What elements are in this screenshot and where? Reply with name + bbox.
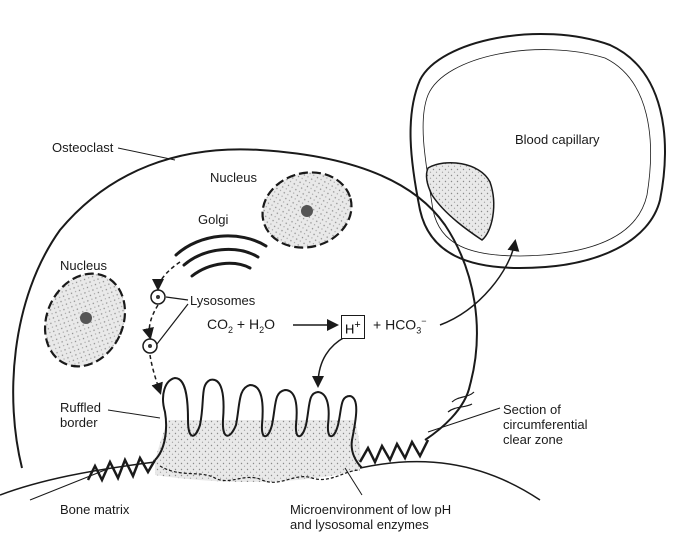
osteoclast-label: Osteoclast [52,140,113,155]
nucleus-top-label: Nucleus [210,170,257,185]
nucleus-top [254,163,360,258]
nucleus-left [30,260,139,379]
ruffled-border-label: Ruffled border [60,400,101,430]
co2-h2o-term: CO2 + H2O [207,316,275,335]
golgi-label: Golgi [198,212,228,227]
blood-capillary-label: Blood capillary [515,132,600,147]
golgi-apparatus [176,236,266,276]
lysosomes-label: Lysosomes [190,293,255,308]
blood-capillary [411,34,665,268]
bicarbonate-term: + HCO3− [373,316,426,335]
microenvironment-zone [155,420,361,482]
bone-matrix-label: Bone matrix [60,502,129,517]
transport-arrows [149,262,180,392]
hydrogen-ion-box: H+ [341,315,365,339]
microenvironment-label: Microenvironment of low pH and lysosomal… [290,502,451,532]
nucleolus [80,312,92,324]
nucleolus [301,205,313,217]
clear-zone-right [360,440,428,462]
lysosome-pointers [157,297,188,344]
nucleus-left-label: Nucleus [60,258,107,273]
lysosomes [143,290,165,353]
clear-zone-left [88,458,155,480]
section-clear-zone-label: Section of circumferential clear zone [503,402,588,447]
capillary-wall [411,34,665,268]
